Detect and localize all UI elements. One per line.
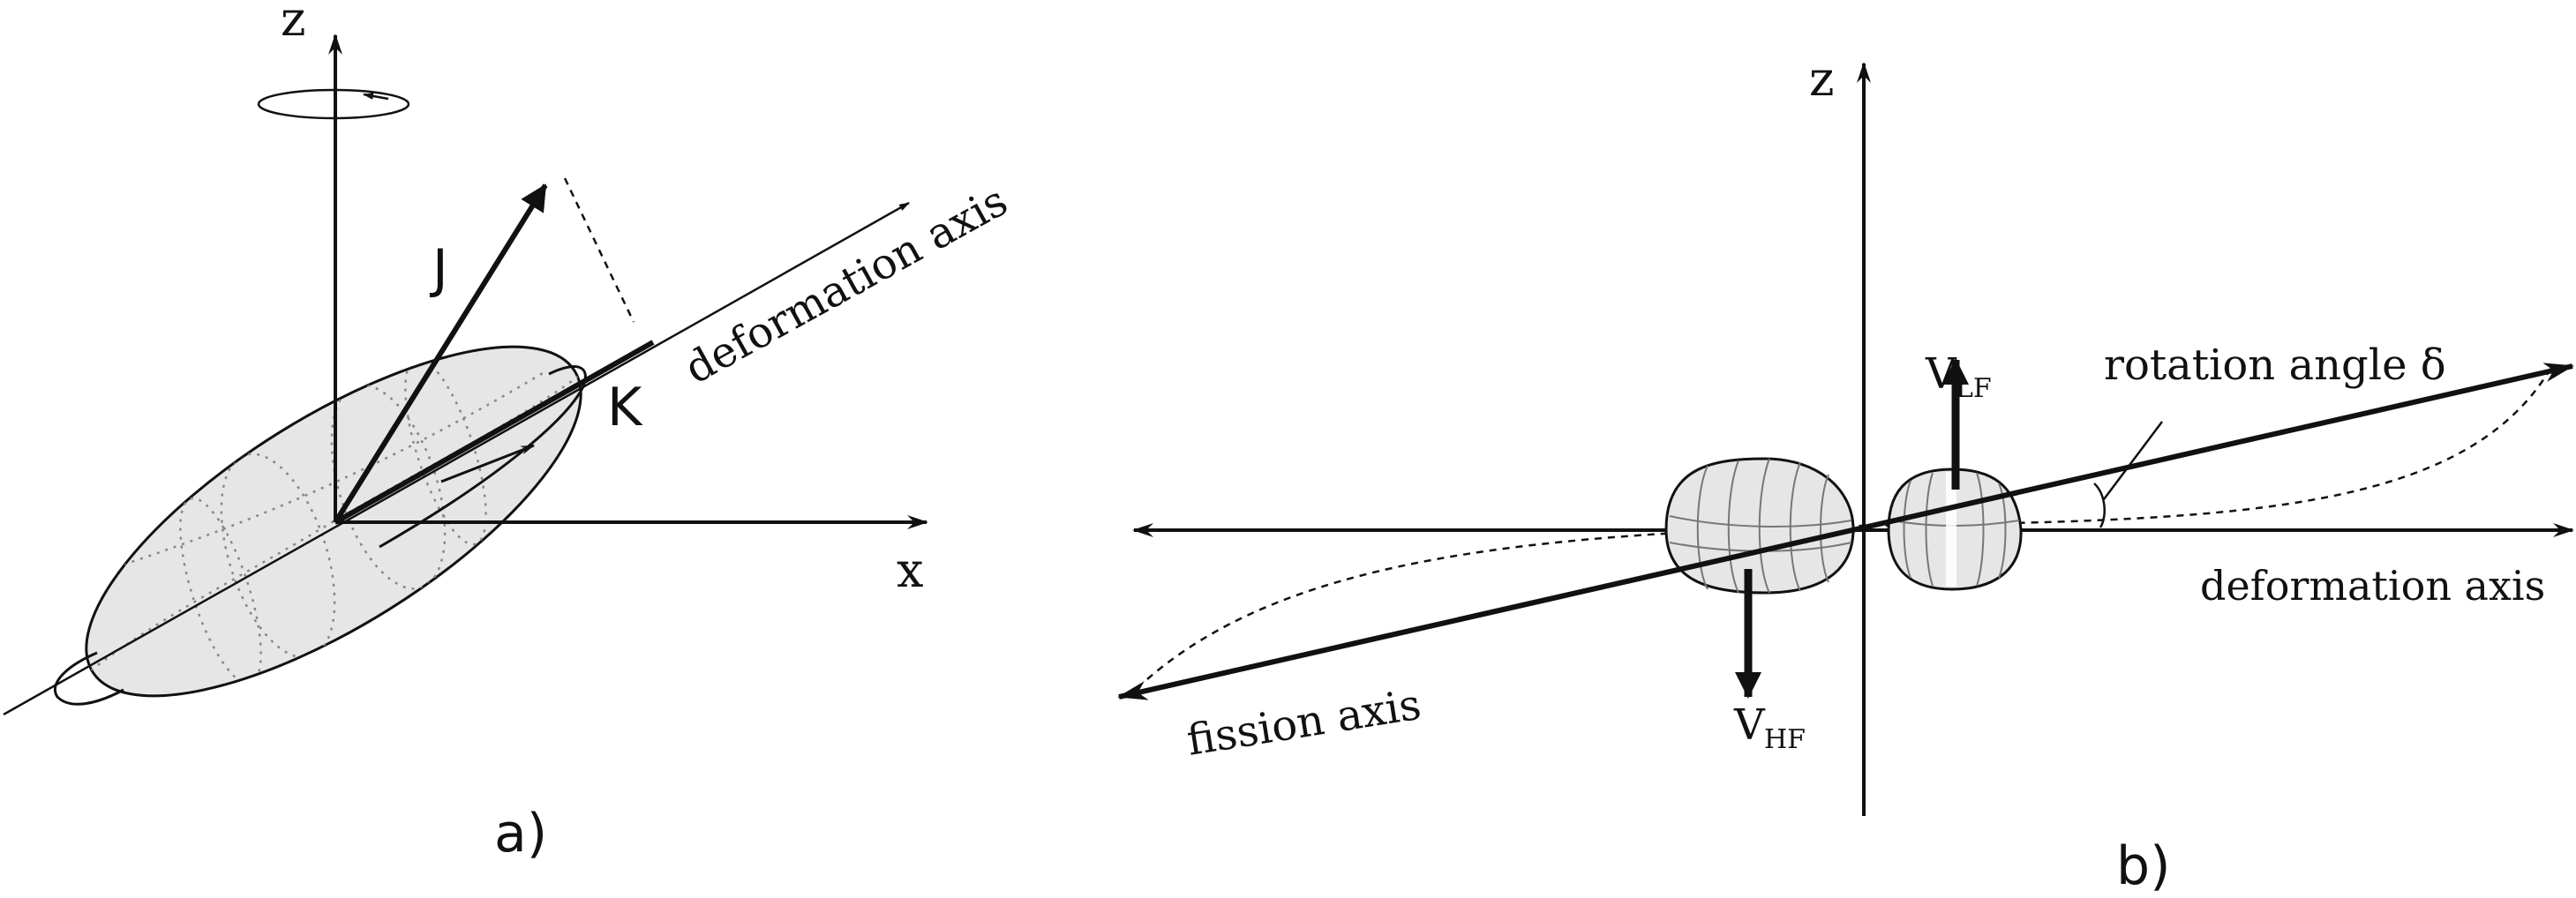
panel-b-caption: b)	[2116, 835, 2171, 897]
deformation-axis-line-a	[3, 201, 910, 716]
v-lf-subscript: LF	[1956, 373, 1992, 404]
v-lf-symbol: V	[1925, 349, 1957, 399]
panel-b: z deformation axis fission axis rotation…	[1117, 51, 2574, 897]
rotation-angle-arc	[2093, 483, 2106, 528]
z-axis-label-a: z	[281, 0, 305, 47]
rotation-circle-icon	[257, 88, 410, 120]
fission-axis-line	[1117, 525, 1865, 700]
rotation-angle-label: rotation angle δ	[2104, 340, 2446, 390]
fission-axis-label: fission axis	[1183, 680, 1424, 766]
K-vector	[334, 340, 655, 525]
K-label: K	[607, 377, 643, 438]
deformation-axis-label-a: deformation axis	[677, 176, 1016, 394]
panel-a-caption: a)	[494, 803, 547, 864]
heavy-fragment	[1664, 457, 1855, 595]
x-axis-label-a: x	[897, 543, 923, 598]
v-hf-subscript: HF	[1764, 724, 1806, 755]
panel-a: z x J K deformation axis a)	[3, 0, 1016, 864]
rotation-angle-leader	[2103, 421, 2163, 500]
v-hf-symbol: V	[1733, 700, 1766, 750]
rotation-orbit-ring	[53, 365, 587, 706]
J-projection-dashed-line	[563, 177, 635, 323]
v-hf-label: V HF	[1733, 700, 1806, 755]
J-label: J	[429, 238, 448, 300]
fission-axis-line-right	[1863, 363, 2574, 530]
J-vector	[333, 183, 548, 524]
v-lf-label: V LF	[1925, 349, 1992, 404]
z-axis-label-b: z	[1809, 51, 1834, 107]
deformation-axis-label-b: deformation axis	[2200, 562, 2545, 610]
